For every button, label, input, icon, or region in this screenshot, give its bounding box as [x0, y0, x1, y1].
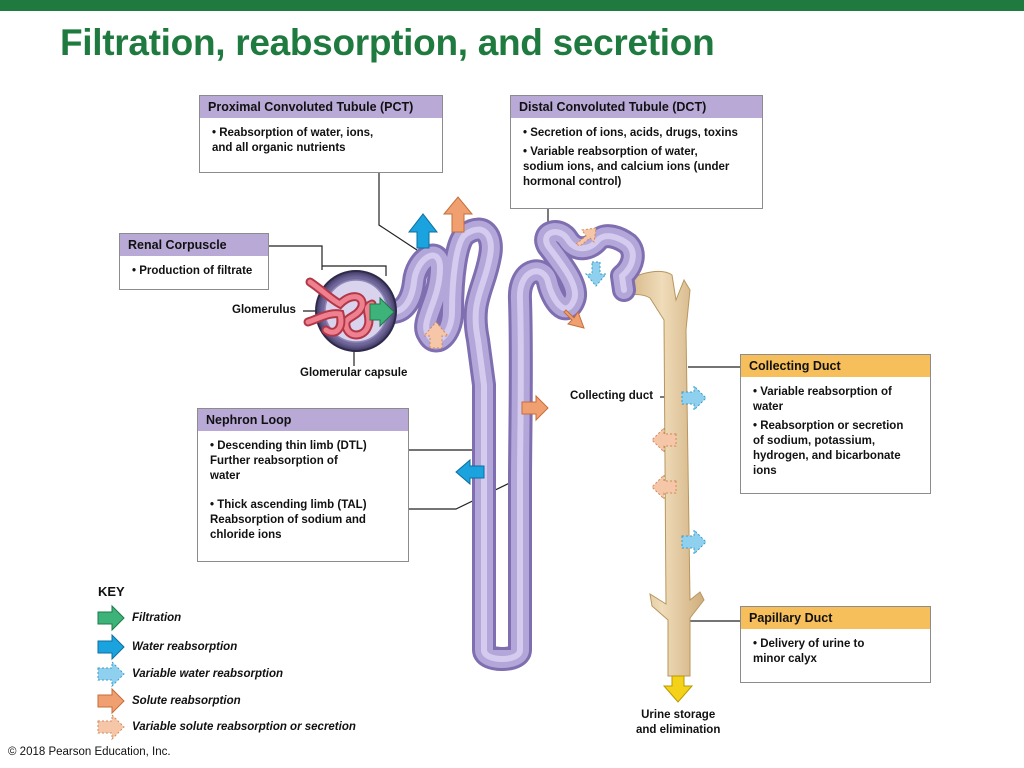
renal-corpuscle-item-1: • Production of filtrate: [132, 265, 253, 277]
dct-box: Distal Convoluted Tubule (DCT) • Secreti…: [510, 95, 763, 209]
collecting-duct-shape: [619, 271, 705, 677]
key-water-arrow: [97, 633, 125, 661]
papillary-duct-item-1: • Delivery of urine to minor calyx: [753, 638, 865, 665]
process-arrows: [369, 196, 707, 703]
glomerulus-label: Glomerulus: [232, 304, 296, 316]
nephron-loop-box: Nephron Loop • Descending thin limb (DTL…: [197, 408, 409, 562]
key-item-label: Water reabsorption: [132, 641, 238, 653]
collecting-duct-label: Collecting duct: [570, 390, 654, 402]
nephron-tubule-shape: [380, 217, 645, 671]
nephron-loop-header: Nephron Loop: [198, 409, 408, 431]
key-title: KEY: [98, 584, 125, 599]
key-variable-water-arrow: [97, 660, 125, 688]
renal-corpuscle-box: Renal Corpuscle • Production of filtrate: [119, 233, 269, 290]
pct-box-header: Proximal Convoluted Tubule (PCT): [200, 96, 442, 118]
key-item-label: Variable water reabsorption: [132, 668, 284, 680]
top-accent-bar: [0, 0, 1024, 11]
nephron-loop-item-1: • Descending thin limb (DTL) Further rea…: [210, 440, 367, 482]
key-item-label: Filtration: [132, 612, 182, 624]
renal-corpuscle-header: Renal Corpuscle: [120, 234, 268, 256]
collecting-duct-item-2: • Reabsorption or secretion of sodium, p…: [753, 420, 904, 477]
dct-item-2: • Variable reabsorption of water, sodium…: [523, 146, 730, 188]
papillary-duct-header: Papillary Duct: [741, 607, 930, 629]
key-item-label: Variable solute reabsorption or secretio…: [132, 721, 356, 733]
key-variable-solute-arrow: [97, 713, 125, 741]
collecting-duct-item-1: • Variable reabsorption of water: [753, 386, 892, 413]
key-solute-arrow: [97, 687, 125, 715]
key-filtration-arrow: [97, 604, 125, 632]
papillary-duct-box: Papillary Duct • Delivery of urine to mi…: [740, 606, 931, 683]
pct-box: Proximal Convoluted Tubule (PCT) • Reabs…: [199, 95, 443, 173]
urine-label: Urine storage and elimination: [636, 709, 721, 736]
key-arrows: [97, 604, 125, 741]
glomerulus-shape: [303, 277, 377, 340]
nephron-loop-item-2: • Thick ascending limb (TAL) Reabsorptio…: [210, 499, 367, 541]
collecting-duct-box: Collecting Duct • Variable reabsorption …: [740, 354, 931, 494]
dct-box-header: Distal Convoluted Tubule (DCT): [511, 96, 762, 118]
glomerular-capsule-label: Glomerular capsule: [300, 367, 408, 379]
key-item-label: Solute reabsorption: [132, 695, 241, 707]
dct-item-1: • Secretion of ions, acids, drugs, toxin…: [523, 127, 738, 139]
collecting-duct-header: Collecting Duct: [741, 355, 930, 377]
pct-item-1: • Reabsorption of water, ions, and all o…: [212, 127, 374, 154]
copyright-notice: © 2018 Pearson Education, Inc.: [8, 746, 171, 758]
slide-title: Filtration, reabsorption, and secretion: [60, 22, 715, 63]
